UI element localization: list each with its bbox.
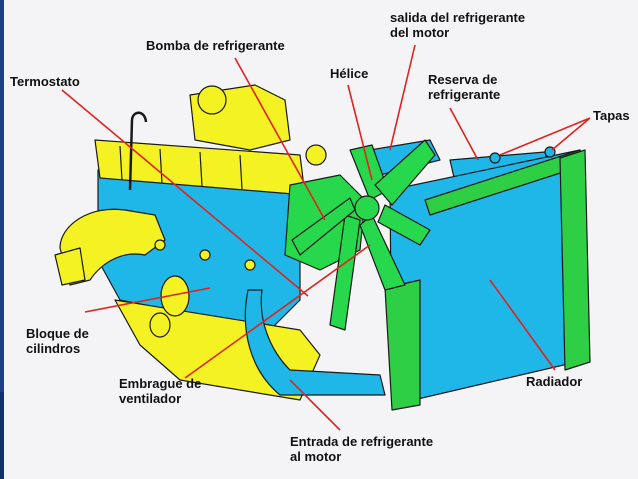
block-bolt-2 [199, 249, 211, 261]
leader-termostato [61, 89, 309, 297]
label-tapas: Tapas [593, 108, 630, 123]
label-salida-del-refrigerante: salida del refrigerante del motor [390, 10, 540, 40]
radiator-side-tank [384, 279, 421, 411]
cap-1 [489, 152, 501, 164]
block-bolt-1 [154, 239, 166, 251]
label-entrada-de-refrigerante: Entrada de refrigerante al motor [290, 434, 490, 464]
fan-blade-downright [359, 214, 406, 291]
left-frame-bar-bottom [0, 392, 4, 479]
leader-bloque [84, 287, 211, 313]
label-bloque-line1: Bloque de [26, 326, 89, 341]
label-bloque-de-cilindros: Bloque de cilindros [26, 326, 116, 356]
radiator-right-tank [559, 149, 591, 371]
label-embrague-line1: Embrague de [119, 376, 202, 391]
fan-blade-left [291, 197, 356, 256]
leader-entrada [289, 379, 341, 431]
fan-blade-right [377, 204, 431, 246]
leader-reserva [449, 107, 479, 161]
leader-salida [389, 44, 416, 151]
label-entrada-line2: al motor [290, 449, 342, 464]
fan-blade-down [329, 214, 361, 331]
fan-hub [354, 195, 380, 221]
label-reserva-line1: Reserva de [428, 72, 498, 87]
label-bomba-de-refrigerante: Bomba de refrigerante [146, 38, 285, 53]
label-entrada-line1: Entrada de refrigerante [290, 434, 434, 449]
leader-tapas-1 [499, 117, 591, 156]
lower-cylinder-1 [160, 275, 190, 317]
label-reserva-line2: refrigerante [428, 87, 501, 102]
leader-embrague [184, 244, 371, 379]
label-reserva-de-refrigerante: Reserva de refrigerante [428, 72, 528, 102]
lower-cylinder-2 [149, 312, 171, 338]
block-bolt-3 [244, 259, 256, 271]
pulley-top [197, 85, 227, 115]
label-radiador: Radiador [526, 374, 583, 389]
label-salida-line1: salida del refrigerante [390, 10, 526, 25]
leader-tapas-2 [551, 117, 591, 151]
leader-radiador [489, 279, 556, 371]
label-termostato: Termostato [10, 74, 80, 89]
left-frame-bar [0, 0, 4, 479]
valve-cover-ribs [119, 145, 243, 190]
exhaust-manifold [59, 208, 166, 286]
dipstick [128, 111, 148, 191]
label-embrague-line2: ventilador [119, 391, 182, 406]
label-salida-line2: del motor [390, 25, 450, 40]
pulley-small [305, 144, 327, 166]
leader-bomba [234, 57, 326, 221]
label-helice: Hélice [330, 66, 369, 81]
lower-hose [244, 289, 386, 396]
label-bloque-line2: cilindros [26, 341, 81, 356]
exhaust-port [54, 247, 86, 286]
label-embrague-de-ventilador: Embrague de ventilador [119, 376, 229, 406]
fan-blade-upright [374, 139, 436, 206]
leader-helice [347, 84, 373, 181]
